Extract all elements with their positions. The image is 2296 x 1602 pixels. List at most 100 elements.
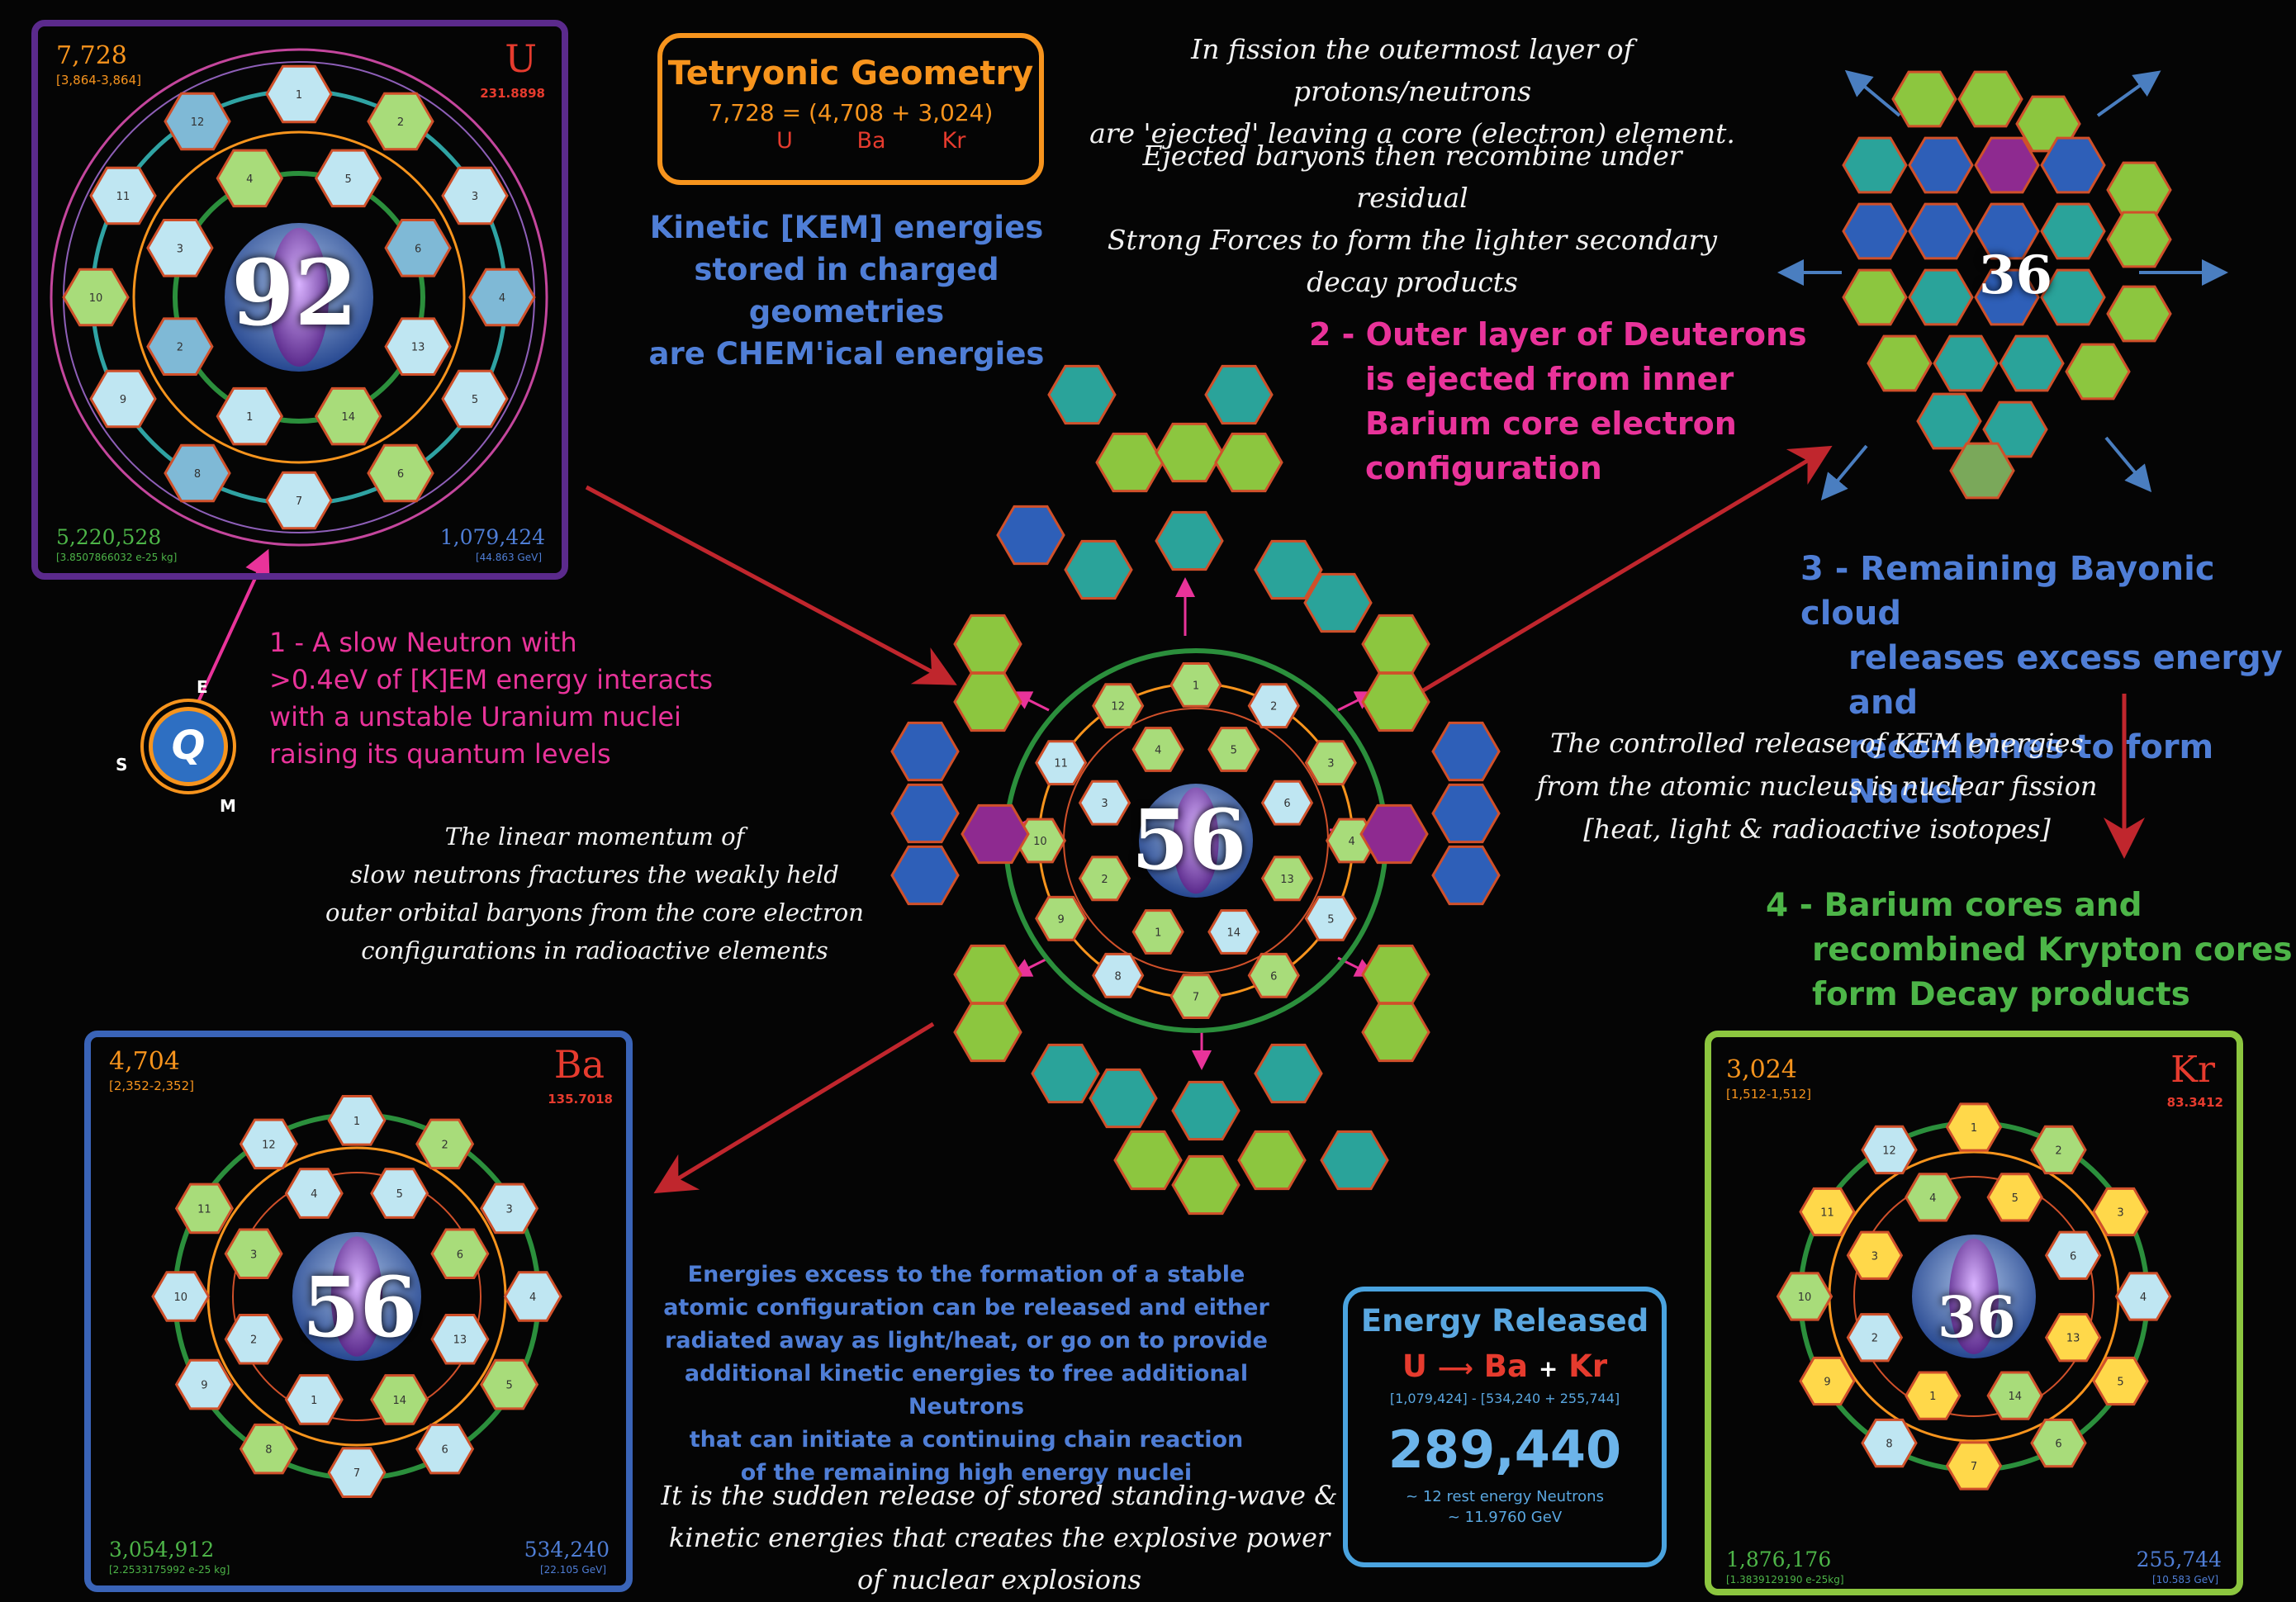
uranium-energy-value: 1,079,424 — [439, 525, 545, 549]
nucleon-hexagon — [2092, 1187, 2149, 1237]
krypton-atomic-number: 36 — [1938, 1285, 2016, 1351]
hexagon-number: 12 — [191, 116, 205, 129]
nucleus-center — [1173, 787, 1219, 894]
nucleus-center — [269, 228, 329, 367]
energy-released-box: Energy Released U ⟶ Ba + Kr [1,079,424] … — [1343, 1287, 1667, 1567]
krypton-number: 3,024 — [1726, 1055, 1797, 1084]
cloud-baryon-hexagon — [1974, 202, 2040, 260]
krypton-sub: [1,512-1,512] — [1726, 1087, 1812, 1102]
cloud-baryon-hexagon — [1908, 268, 1974, 326]
cloud-baryon-hexagon — [1957, 70, 2023, 128]
energy-note-neutrons: ~ 12 rest energy Neutrons — [1406, 1488, 1604, 1505]
hexagon-number: 6 — [1270, 970, 1277, 983]
barium-energy-value: 534,240 — [524, 1538, 610, 1562]
cloud-baryon-hexagon — [1908, 202, 1974, 260]
hexagon-number: 3 — [177, 243, 183, 255]
nucleon-hexagon — [367, 443, 434, 503]
nucleon-hexagon — [1861, 1125, 1918, 1175]
hexagon-number: 5 — [505, 1380, 512, 1392]
central-nucleus-number: 56 — [1131, 791, 1247, 889]
ejected-baryon-hexagon — [1320, 1130, 1389, 1191]
hexagon-number: 7 — [1193, 992, 1199, 1004]
hexagon-number: 10 — [89, 292, 103, 305]
hexagon-number: 4 — [1155, 745, 1161, 757]
release-arrow — [1820, 444, 1868, 501]
ejected-baryon-hexagon — [1431, 721, 1501, 782]
energy-formula: [1,079,424] - [534,240 + 255,744] — [1389, 1391, 1620, 1406]
nucleon-hexagon — [2044, 1230, 2102, 1280]
controlled-release-text: The controlled release of KEM energies f… — [1536, 728, 2098, 845]
nucleon-hexagon — [1247, 683, 1300, 729]
nucleon-hexagon — [1986, 1173, 2043, 1222]
ejected-baryon-hexagon — [953, 614, 1022, 675]
hexagon-number: 6 — [2070, 1250, 2076, 1263]
nucleon-hexagon — [1131, 909, 1184, 955]
barium-sub: [2,352-2,352] — [109, 1078, 195, 1093]
hexagon-number: 5 — [345, 173, 352, 186]
excess-energies-text: Energies excess to the formation of a st… — [663, 1262, 1269, 1486]
nucleon-hexagon — [164, 92, 231, 151]
hexagon-number: 3 — [1101, 798, 1108, 810]
nucleon-hexagon — [89, 166, 157, 225]
cloud-baryon-hexagon — [2106, 285, 2172, 343]
nucleon-hexagon — [1986, 1371, 2043, 1420]
orbital-ring — [232, 1172, 481, 1421]
nucleon-hexagon — [1260, 780, 1314, 826]
nucleon-hexagon — [441, 369, 509, 429]
ejected-baryon-hexagon — [1361, 671, 1430, 732]
hexagon-number: 6 — [2055, 1438, 2061, 1451]
hexagon-number: 14 — [392, 1395, 406, 1407]
cloud-baryon-hexagon — [1867, 334, 1933, 392]
hexagon-number: 14 — [1226, 927, 1241, 939]
hexagon-number: 6 — [441, 1444, 448, 1457]
nucleon-hexagon — [1846, 1230, 1904, 1280]
uranium-mass-kg: [3.8507866032 e-25 kg] — [56, 552, 178, 563]
hexagon-number: 5 — [472, 394, 478, 406]
nucleon-hexagon — [1260, 856, 1314, 902]
ejected-baryon-hexagon — [1089, 1068, 1158, 1129]
hexagon-number: 7 — [1971, 1461, 1977, 1473]
kinetic-energy-text: Kinetic [KEM] energies stored in charged… — [648, 210, 1045, 372]
ejected-baryon-hexagon — [1361, 1002, 1430, 1063]
neutron-q-icon: Q — [149, 707, 228, 786]
nucleon-hexagon — [1207, 727, 1260, 772]
hexagon-number: 10 — [1798, 1292, 1812, 1304]
ejected-baryon-hexagon — [961, 803, 1030, 865]
nucleon-hexagon — [216, 386, 284, 446]
nucleon-hexagon — [1799, 1356, 1856, 1406]
cloud-baryon-hexagon — [1999, 334, 2065, 392]
step-1-text: 1 - A slow Neutron with >0.4eV of [K]EM … — [269, 627, 714, 770]
neutron-s-label: S — [116, 755, 128, 775]
hexagon-number: 1 — [1193, 680, 1199, 692]
ejected-baryon-hexagon — [1155, 422, 1224, 483]
nucleon-hexagon — [284, 1168, 344, 1219]
ejected-baryon-hexagon — [890, 783, 960, 844]
nucleon-hexagon — [146, 219, 214, 277]
tetryonic-geometry-box: Tetryonic Geometry 7,728 = (4,708 + 3,02… — [657, 33, 1044, 185]
hexagon-number: 1 — [246, 411, 253, 424]
step-4-text: 4 - Barium cores and recombined Krypton … — [1766, 887, 2293, 1013]
nucleon-hexagon — [224, 1314, 283, 1365]
nucleon-hexagon — [503, 1271, 562, 1322]
hexagon-number: 5 — [2117, 1377, 2123, 1389]
nucleon-hexagon — [370, 1168, 429, 1219]
cloud-baryon-hexagon — [2040, 268, 2106, 326]
hexagon-number: 7 — [353, 1467, 360, 1480]
hexagon-number: 10 — [1033, 836, 1047, 848]
hexagon-number: 4 — [529, 1292, 536, 1304]
nucleus-center — [1949, 1239, 1999, 1354]
ejected-baryon-hexagon — [953, 671, 1022, 732]
nucleon-hexagon — [174, 1358, 234, 1410]
hexagon-number: 11 — [1820, 1207, 1834, 1220]
hexagon-number: 9 — [120, 394, 126, 406]
hexagon-number: 8 — [1115, 970, 1122, 983]
hexagon-number: 8 — [265, 1444, 272, 1457]
nucleon-hexagon — [224, 1228, 283, 1279]
hexagon-number: 4 — [311, 1188, 317, 1201]
hexagon-number: 4 — [1929, 1192, 1936, 1205]
ejected-baryon-hexagon — [1254, 539, 1323, 600]
flow-arrow-to-cloud — [1402, 445, 1833, 704]
ejected-baryon-hexagon — [1431, 845, 1501, 906]
energy-reaction: U ⟶ Ba + Kr — [1402, 1348, 1608, 1384]
hexagon-number: 12 — [1111, 701, 1125, 713]
